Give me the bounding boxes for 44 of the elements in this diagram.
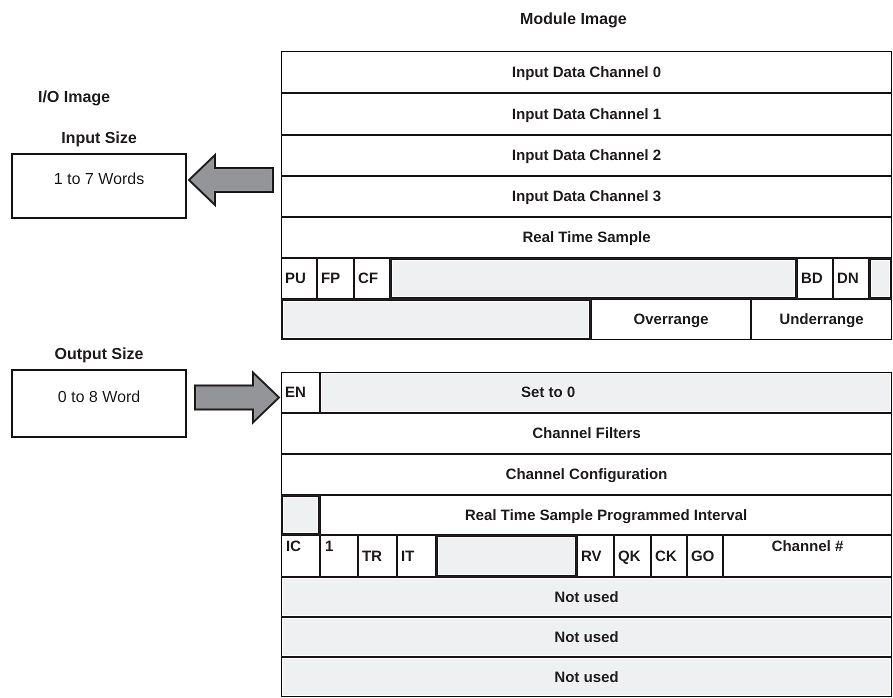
register-field-cell: IC — [281, 535, 320, 577]
register-field-cell: Not used — [281, 577, 892, 617]
register-field-cell: QK — [614, 535, 651, 577]
register-field-cell: Overrange — [591, 299, 751, 340]
register-field-cell: PU — [281, 258, 317, 299]
register-field-cell: RV — [577, 535, 614, 577]
register-field-cell: Set to 0 — [320, 372, 892, 413]
register-field-cell: Real Time Sample — [281, 217, 892, 258]
block-arrow — [194, 370, 280, 425]
register-table — [281, 372, 892, 697]
register-field-cell: FP — [317, 258, 354, 299]
size-value: 1 to 7 Words — [54, 170, 144, 190]
register-field-cell: Input Data Channel 1 — [281, 93, 892, 135]
block-arrow — [188, 152, 274, 208]
register-field-cell: Not used — [281, 657, 892, 697]
register-field-cell: 1 — [320, 535, 358, 577]
register-field-cell: IT — [397, 535, 436, 577]
section-heading: I/O Image — [38, 88, 110, 108]
register-field-cell: Input Data Channel 2 — [281, 135, 892, 176]
unused-cell — [281, 495, 320, 535]
diagram-title: Module Image — [520, 10, 627, 30]
register-field-cell: Underrange — [751, 299, 892, 340]
register-field-cell: BD — [797, 258, 833, 299]
size-heading: Input Size — [61, 129, 137, 149]
register-table — [281, 51, 892, 340]
register-field-cell: Input Data Channel 0 — [281, 51, 892, 93]
register-field-cell: Input Data Channel 3 — [281, 176, 892, 217]
register-field-cell: Channel Configuration — [281, 454, 892, 495]
size-value: 0 to 8 Word — [58, 388, 140, 408]
register-field-cell: Channel # — [723, 535, 892, 577]
register-field-cell: DN — [833, 258, 869, 299]
unused-cell — [390, 258, 797, 299]
register-field-cell: CK — [651, 535, 687, 577]
unused-cell — [869, 258, 892, 299]
unused-cell — [436, 535, 577, 577]
register-field-cell: GO — [687, 535, 723, 577]
unused-cell — [281, 299, 591, 340]
register-field-cell: Real Time Sample Programmed Interval — [320, 495, 892, 535]
register-field-cell: EN — [281, 372, 320, 413]
register-field-cell: TR — [358, 535, 397, 577]
register-field-cell: CF — [354, 258, 390, 299]
size-heading: Output Size — [54, 345, 144, 365]
register-field-cell: Channel Filters — [281, 413, 892, 454]
register-field-cell: Not used — [281, 617, 892, 657]
